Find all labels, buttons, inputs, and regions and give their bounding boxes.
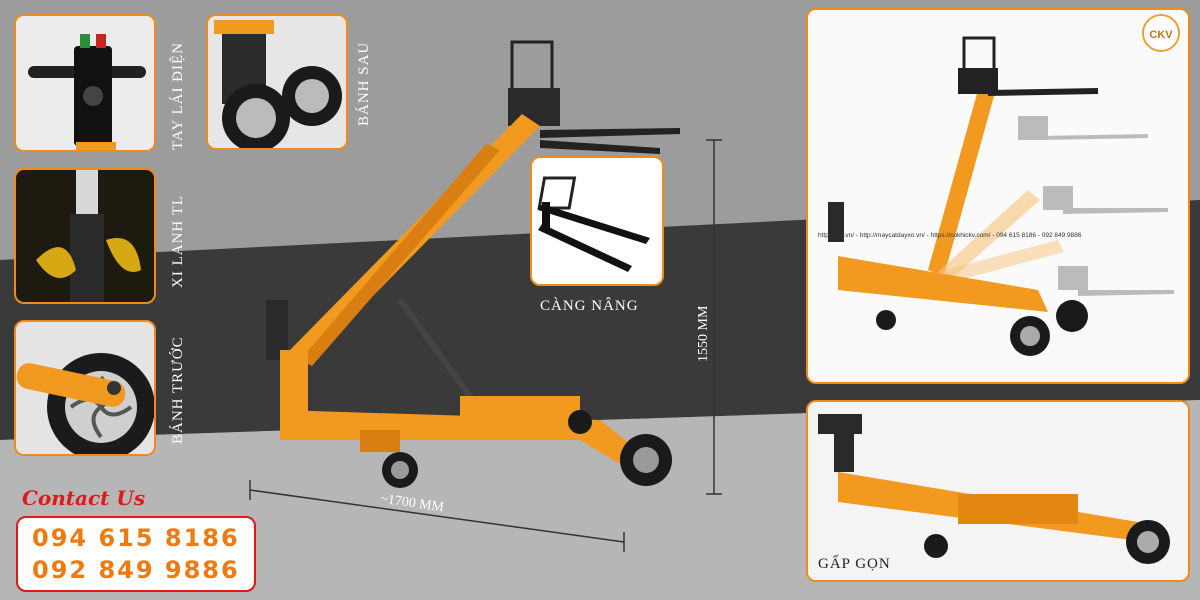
height-dimension: 1550 MM (696, 305, 711, 362)
folding-lifter-illustration (266, 40, 680, 488)
rear-wheel-icon (208, 16, 346, 148)
fork-icon (537, 176, 650, 272)
dimension-lines (249, 139, 722, 552)
electric-handle-thumbnail (14, 14, 156, 152)
folded-caption: GẤP GỌN (818, 556, 891, 572)
front-wheel-icon (16, 322, 154, 454)
thumbnail-label: TAY LÁI ĐIỆN (170, 41, 186, 150)
hydraulic-cylinder-icon (16, 170, 154, 302)
thumbnail-label: BÁNH TRƯỚC (170, 336, 186, 444)
rear-wheel-thumbnail (206, 14, 348, 150)
fork-caption: CÀNG NÂNG (540, 298, 639, 314)
front-wheel-thumbnail (14, 320, 156, 456)
contact-title: Contact Us (22, 486, 146, 510)
phone-box: 094 615 8186 092 849 9886 (16, 516, 256, 592)
thumbnail-label: XI LANH TL (170, 194, 186, 288)
control-handle-icon (16, 16, 154, 150)
folded-lifter-illustration (808, 402, 1188, 580)
lift-positions-illustration (808, 10, 1188, 382)
lift-range-card (806, 8, 1190, 384)
phone-number-1[interactable]: 094 615 8186 (32, 524, 240, 552)
folded-card (806, 400, 1190, 582)
contact-urls: http://ckv.vn/ - http://maycatdayxo.vn/ … (818, 232, 1082, 239)
fork-card (530, 156, 664, 286)
phone-number-2[interactable]: 092 849 9886 (32, 556, 240, 584)
ckv-logo: CKV (1142, 14, 1180, 52)
cylinder-thumbnail (14, 168, 156, 304)
